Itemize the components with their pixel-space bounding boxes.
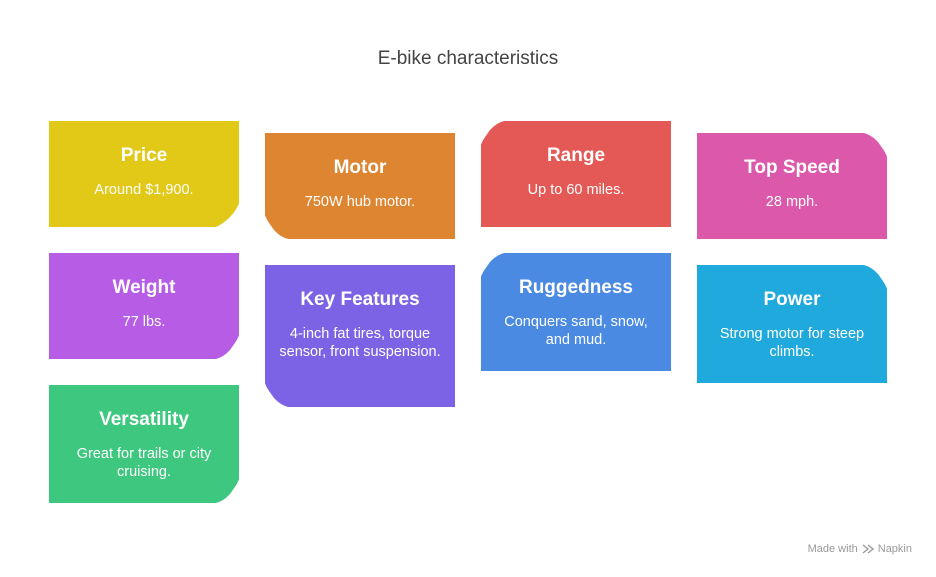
card-description: 750W hub motor. (304, 194, 416, 210)
card-description: 4-inch fat tires, torque sensor, front s… (279, 326, 441, 360)
card-title: Ruggedness (518, 277, 634, 298)
card-title: Key Features (300, 289, 420, 310)
made-with-label: Made with (807, 543, 858, 555)
card-description: 77 lbs. (122, 314, 166, 330)
page-curl-icon (480, 120, 508, 148)
card-title: Weight (112, 277, 176, 298)
card-description: Up to 60 miles. (527, 182, 625, 198)
page-curl-icon (860, 264, 888, 292)
card-range: Range Up to 60 miles. (480, 120, 671, 227)
card-versatility: Versatility Great for trails or city cru… (49, 385, 240, 504)
napkin-brand-label: Napkin (877, 543, 912, 555)
page-curl-icon (264, 212, 292, 240)
card-weight: Weight 77 lbs. (49, 253, 240, 360)
footer-attribution: Made with Napkin (808, 543, 912, 555)
card-price: Price Around $1,900. (49, 121, 240, 228)
page-curl-icon (212, 200, 240, 228)
card-title: Top Speed (744, 157, 840, 178)
card-description: Strong motor for steep climbs. (719, 326, 865, 360)
card-title: Motor (333, 157, 387, 178)
page-title: E-bike characteristics (377, 48, 559, 69)
card-description: 28 mph. (765, 194, 819, 210)
card-description: Great for trails or city cruising. (76, 446, 212, 480)
page-curl-icon (264, 380, 292, 408)
napkin-logo-icon (862, 544, 874, 554)
card-key-features: Key Features 4-inch fat tires, torque se… (264, 265, 455, 408)
card-title: Range (546, 145, 606, 166)
card-motor: Motor 750W hub motor. (264, 133, 455, 240)
card-ruggedness: Ruggedness Conquers sand, snow, and mud. (480, 252, 671, 371)
card-title: Power (763, 289, 821, 310)
card-description: Around $1,900. (94, 182, 194, 198)
card-title: Price (120, 145, 168, 166)
card-description: Conquers sand, snow, and mud. (504, 314, 648, 348)
card-power: Power Strong motor for steep climbs. (697, 264, 888, 383)
page-curl-icon (480, 252, 508, 280)
card-top-speed: Top Speed 28 mph. (697, 132, 888, 239)
card-title: Versatility (99, 409, 189, 430)
page-curl-icon (860, 132, 888, 160)
page-curl-icon (212, 332, 240, 360)
